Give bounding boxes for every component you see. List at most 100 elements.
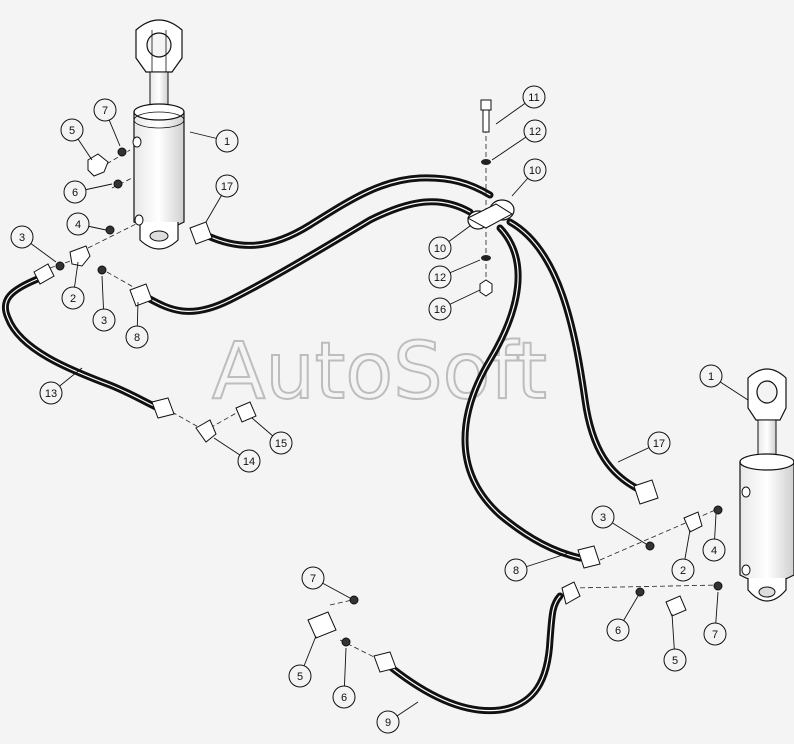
- hose-9: [388, 592, 564, 715]
- callout-label: 9: [385, 717, 391, 729]
- callout-circle: [61, 286, 85, 310]
- callout-c4a: 4: [66, 212, 107, 236]
- callout-circle: [66, 212, 90, 236]
- callout-c7c: 7: [301, 566, 351, 599]
- callout-label: 14: [243, 456, 255, 468]
- callout-circle: [39, 381, 63, 405]
- hose-17-lower: [506, 218, 644, 494]
- callout-label: 6: [72, 187, 78, 199]
- hose-13: [1, 274, 162, 412]
- callout-label: 3: [19, 232, 25, 244]
- callout-c12b: 12: [428, 259, 481, 289]
- callout-label: 8: [134, 332, 140, 344]
- callout-c10a: 10: [511, 158, 547, 197]
- callout-c5b: 5: [663, 613, 687, 672]
- callout-circle: [703, 622, 727, 646]
- callout-c11: 11: [495, 85, 546, 125]
- callout-circle: [522, 85, 546, 109]
- callout-label: 5: [672, 655, 678, 667]
- callout-label: 3: [600, 512, 606, 524]
- callout-c4b: 4: [702, 513, 726, 562]
- callout-circle: [288, 664, 312, 688]
- callout-circle: [428, 236, 452, 260]
- callout-c2b: 2: [671, 529, 695, 582]
- callout-label: 2: [70, 293, 76, 305]
- callout-circle: [215, 174, 239, 198]
- callout-circle: [93, 98, 117, 122]
- callout-circle: [523, 158, 547, 182]
- callout-c5a: 5: [60, 118, 93, 161]
- callout-circle: [504, 558, 528, 582]
- callout-c5c: 5: [288, 635, 317, 688]
- callout-circle: [269, 431, 293, 455]
- callout-c1a: 1: [189, 129, 239, 153]
- callout-c3a: 3: [10, 225, 57, 263]
- watermark-text: AutoSoft: [212, 327, 547, 417]
- callout-circle: [591, 505, 615, 529]
- callout-circle: [671, 558, 695, 582]
- fittings-left: [33, 147, 257, 443]
- callout-circle: [702, 538, 726, 562]
- callout-label: 5: [297, 671, 303, 683]
- callout-label: 5: [69, 125, 75, 137]
- callouts: 1756432381711121010121613141511734287657…: [10, 85, 749, 734]
- callout-label: 12: [434, 272, 446, 284]
- hose-8-lower: [461, 224, 584, 562]
- callout-c13: 13: [39, 367, 83, 405]
- callout-circle: [606, 618, 630, 642]
- callout-label: 6: [615, 625, 621, 637]
- callout-circle: [237, 449, 261, 473]
- callout-circle: [428, 265, 452, 289]
- callout-c6c: 6: [332, 647, 356, 709]
- callout-circle: [215, 129, 239, 153]
- callout-label: 15: [275, 438, 287, 450]
- callout-c14: 14: [213, 437, 261, 473]
- callout-circle: [332, 685, 356, 709]
- callout-circle: [92, 308, 116, 332]
- callout-circle: [63, 180, 87, 204]
- callout-c2a: 2: [61, 261, 85, 310]
- callout-label: 1: [708, 371, 714, 383]
- callout-label: 17: [653, 438, 665, 450]
- cylinder-right: [739, 368, 794, 602]
- callout-label: 2: [680, 565, 686, 577]
- hoses: [1, 174, 644, 715]
- callout-circle: [125, 325, 149, 349]
- callout-label: 10: [434, 243, 446, 255]
- hose-8-upper: [144, 198, 474, 315]
- callout-label: 13: [45, 388, 57, 400]
- callout-circle: [301, 566, 325, 590]
- callout-c15: 15: [251, 417, 293, 455]
- callout-c17a: 17: [205, 174, 239, 223]
- callout-label: 3: [101, 315, 107, 327]
- callout-c6a: 6: [63, 180, 113, 204]
- callout-c8a: 8: [125, 301, 149, 349]
- callout-c7a: 7: [93, 98, 121, 147]
- callout-c12a: 12: [491, 119, 547, 161]
- fittings-right: [307, 479, 723, 673]
- clamp-assembly: [466, 99, 515, 297]
- callout-c1b: 1: [699, 364, 749, 401]
- callout-circle: [647, 431, 671, 455]
- callout-label: 7: [310, 573, 316, 585]
- callout-c6b: 6: [606, 595, 639, 642]
- callout-c3b: 3: [92, 275, 116, 332]
- callout-circle: [376, 710, 400, 734]
- callout-label: 7: [712, 629, 718, 641]
- callout-circle: [699, 364, 723, 388]
- callout-c10b: 10: [428, 225, 471, 260]
- callout-label: 6: [341, 692, 347, 704]
- callout-label: 12: [529, 126, 541, 138]
- callout-label: 11: [528, 92, 539, 104]
- callout-label: 4: [711, 545, 717, 557]
- callout-circle: [523, 119, 547, 143]
- callout-c17b: 17: [617, 431, 671, 463]
- callout-circle: [60, 118, 84, 142]
- cylinder-left: [132, 19, 185, 250]
- callout-circle: [10, 225, 34, 249]
- hose-17-upper: [204, 174, 494, 249]
- callout-c3c: 3: [591, 505, 647, 545]
- callout-label: 10: [529, 165, 541, 177]
